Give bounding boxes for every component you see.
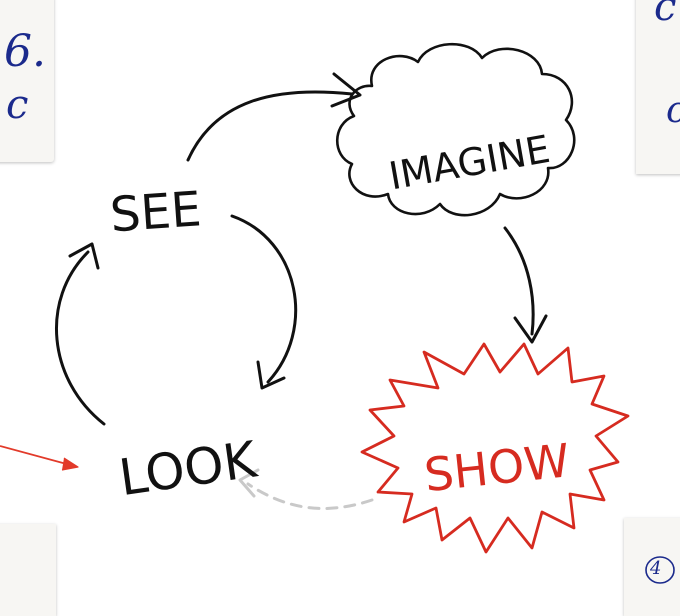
node-label-imagine: IMAGINE [386,127,554,199]
circle-icon [645,556,675,584]
card-number: 4 [650,558,662,579]
red-pointer-arrow [0,445,79,471]
arrow-see-to-imagine [186,72,362,162]
node-label-see: SEE [108,181,203,243]
arrow-see-to-look [230,214,298,390]
sticky-card-bottom-right: 4 [624,518,680,616]
imagine-cloud-shape [336,42,576,217]
card-note-text: c [666,90,680,131]
card-note-text: c [654,0,677,30]
card-note-text: c [6,82,29,128]
arrow-look-to-see [55,242,106,426]
card-note-text: 6. [4,26,46,77]
show-starburst-shape [360,342,630,554]
sticky-card-top-left: 6. c [0,0,54,162]
sticky-card-bottom-left [0,524,56,616]
arrow-imagine-to-show [503,226,548,344]
node-label-look: LOOK [116,430,262,507]
faded-arrow-show-to-look [238,468,374,510]
sticky-card-top-right: c c [636,0,680,174]
